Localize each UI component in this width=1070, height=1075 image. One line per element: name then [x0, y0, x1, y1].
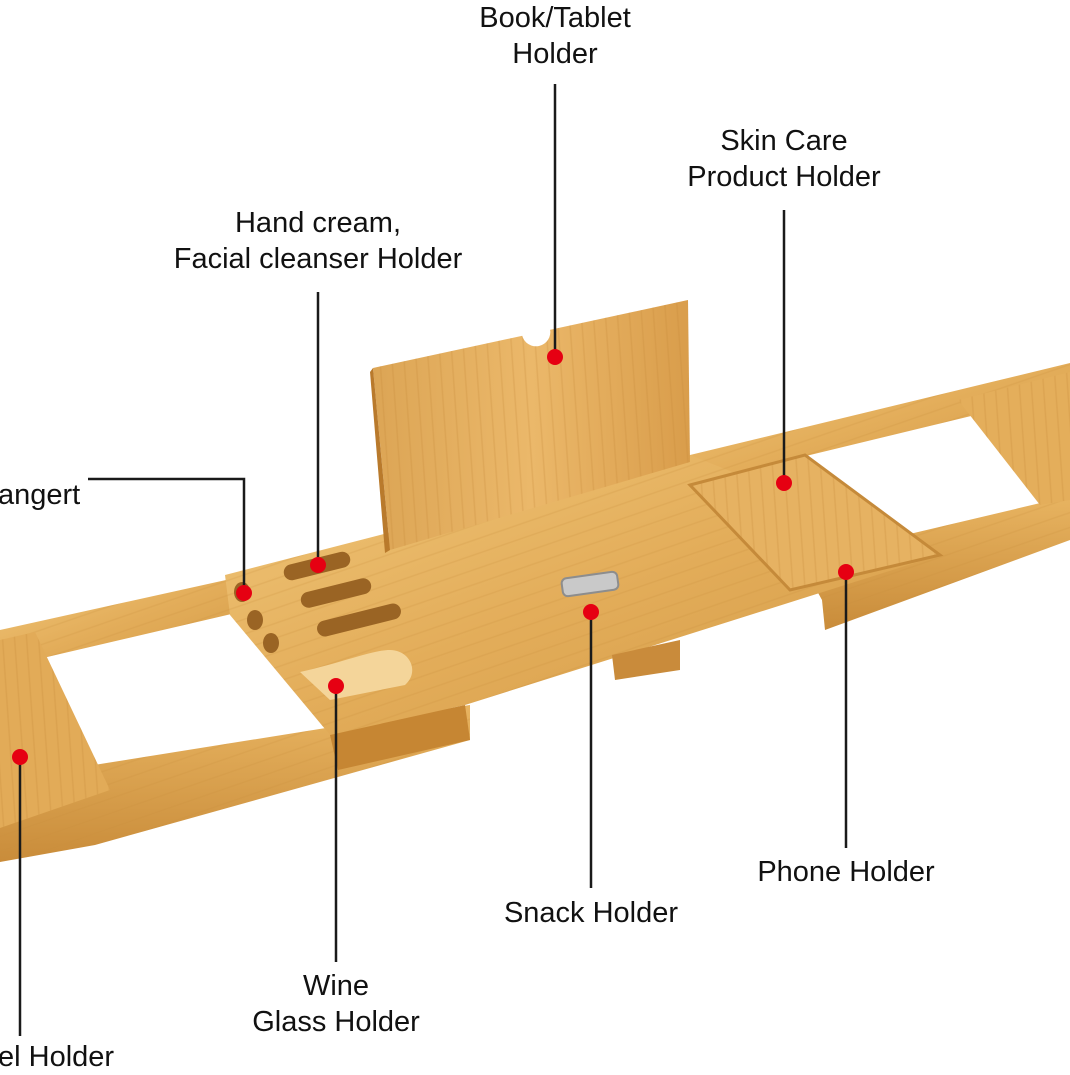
label-line: Product Holder [687, 161, 881, 193]
marker-wine [328, 678, 344, 694]
marker-angert [236, 585, 252, 601]
label-line: Skin Care [720, 125, 848, 157]
central-tray [225, 453, 944, 770]
marker-hand-cream [310, 557, 326, 573]
leader-lines [18, 84, 848, 1036]
label-line: angert [0, 479, 81, 511]
marker-towel [12, 749, 28, 765]
marker-book-tablet [547, 349, 563, 365]
label-hand-cream-holder: Hand cream, Facial cleanser Holder [174, 205, 463, 277]
label-book-tablet-holder: Book/Tablet Holder [479, 0, 631, 72]
label-towel-holder: el Holder [0, 1039, 114, 1075]
marker-snack [583, 604, 599, 620]
label-line: Hand cream, [234, 207, 402, 239]
label-line: Glass Holder [252, 1006, 420, 1038]
marker-dots [12, 349, 854, 765]
label-line: Phone Holder [757, 856, 935, 888]
marker-skin-care [776, 475, 792, 491]
label-line: Wine [302, 970, 370, 1002]
label-angert: angert [0, 477, 80, 513]
leader-angert [88, 477, 246, 592]
label-skin-care-holder: Skin Care Product Holder [687, 123, 880, 195]
label-line: el Holder [0, 1041, 115, 1073]
label-phone-holder: Phone Holder [757, 854, 934, 890]
marker-phone [838, 564, 854, 580]
label-line: Facial cleanser Holder [173, 243, 463, 275]
label-wine-glass-holder: Wine Glass Holder [252, 968, 420, 1040]
label-line: Book/Tablet [479, 2, 631, 34]
label-line: Holder [512, 38, 598, 70]
label-line: Snack Holder [503, 897, 679, 929]
book-tablet-board [370, 300, 690, 553]
label-snack-holder: Snack Holder [504, 895, 678, 931]
